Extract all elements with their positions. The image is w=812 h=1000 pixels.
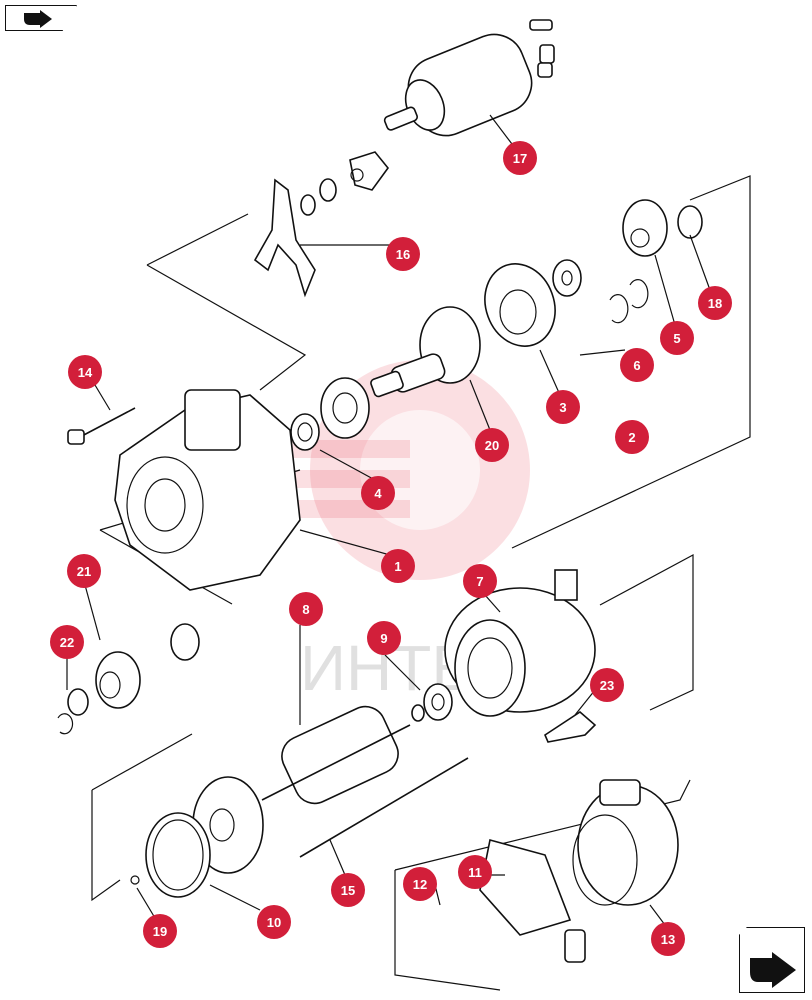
callout-6[interactable]: 6 xyxy=(620,348,654,382)
callout-20[interactable]: 20 xyxy=(475,428,509,462)
callout-17[interactable]: 17 xyxy=(503,141,537,175)
svg-text:21: 21 xyxy=(77,564,91,579)
washers-and-clips xyxy=(552,259,649,324)
svg-text:22: 22 xyxy=(60,635,74,650)
svg-text:10: 10 xyxy=(267,915,281,930)
svg-text:23: 23 xyxy=(600,678,614,693)
center-bearing-housing xyxy=(484,263,556,347)
callout-3[interactable]: 3 xyxy=(546,390,580,424)
shift-lever-assembly xyxy=(253,151,390,298)
next-page-button[interactable] xyxy=(739,927,805,993)
drive-pinion-group xyxy=(57,623,200,735)
callout-1[interactable]: 1 xyxy=(381,549,415,583)
svg-text:19: 19 xyxy=(153,924,167,939)
callout-13[interactable]: 13 xyxy=(651,922,685,956)
svg-text:1: 1 xyxy=(394,559,401,574)
page-forward-arrow-icon xyxy=(750,952,796,988)
svg-text:3: 3 xyxy=(559,400,566,415)
svg-text:8: 8 xyxy=(302,602,309,617)
svg-text:16: 16 xyxy=(396,247,410,262)
svg-text:14: 14 xyxy=(78,365,93,380)
armature-bearing xyxy=(411,683,453,722)
callout-12[interactable]: 12 xyxy=(403,867,437,901)
pinion-and-cover xyxy=(622,199,703,257)
page-back-arrow-icon xyxy=(24,10,52,28)
rear-cover xyxy=(572,779,679,906)
callout-5[interactable]: 5 xyxy=(660,321,694,355)
callout-2[interactable]: 2 xyxy=(615,420,649,454)
svg-text:2: 2 xyxy=(628,430,635,445)
solenoid-switch xyxy=(383,19,555,137)
callout-9[interactable]: 9 xyxy=(367,621,401,655)
callout-15[interactable]: 15 xyxy=(331,873,365,907)
end-plate-and-seal xyxy=(130,776,264,898)
housing-bolt xyxy=(67,407,136,445)
callout-11[interactable]: 11 xyxy=(458,855,492,889)
callout-22[interactable]: 22 xyxy=(50,625,84,659)
armature xyxy=(261,705,411,805)
callout-7[interactable]: 7 xyxy=(463,564,497,598)
svg-text:15: 15 xyxy=(341,883,355,898)
through-bolt xyxy=(299,757,469,858)
callout-leaders xyxy=(66,114,711,926)
svg-text:18: 18 xyxy=(708,296,722,311)
svg-text:9: 9 xyxy=(380,631,387,646)
brush-holder xyxy=(479,839,586,963)
svg-text:20: 20 xyxy=(485,438,499,453)
svg-text:6: 6 xyxy=(633,358,640,373)
callout-19[interactable]: 19 xyxy=(143,914,177,948)
callout-21[interactable]: 21 xyxy=(67,554,101,588)
svg-text:12: 12 xyxy=(413,877,427,892)
svg-text:13: 13 xyxy=(661,932,675,947)
callout-4[interactable]: 4 xyxy=(361,476,395,510)
callout-16[interactable]: 16 xyxy=(386,237,420,271)
callout-23[interactable]: 23 xyxy=(590,668,624,702)
svg-text:17: 17 xyxy=(513,151,527,166)
output-gear-shaft xyxy=(370,306,481,398)
previous-page-button[interactable] xyxy=(5,5,77,31)
svg-text:5: 5 xyxy=(673,331,680,346)
front-housing xyxy=(114,389,301,591)
callout-18[interactable]: 18 xyxy=(698,286,732,320)
svg-text:11: 11 xyxy=(468,865,482,880)
callout-10[interactable]: 10 xyxy=(257,905,291,939)
callout-14[interactable]: 14 xyxy=(68,355,102,389)
ball-bearings xyxy=(290,377,370,451)
svg-text:7: 7 xyxy=(476,574,483,589)
brush-terminal xyxy=(544,710,597,743)
field-yoke xyxy=(444,569,596,717)
svg-text:4: 4 xyxy=(374,486,382,501)
callout-8[interactable]: 8 xyxy=(289,592,323,626)
